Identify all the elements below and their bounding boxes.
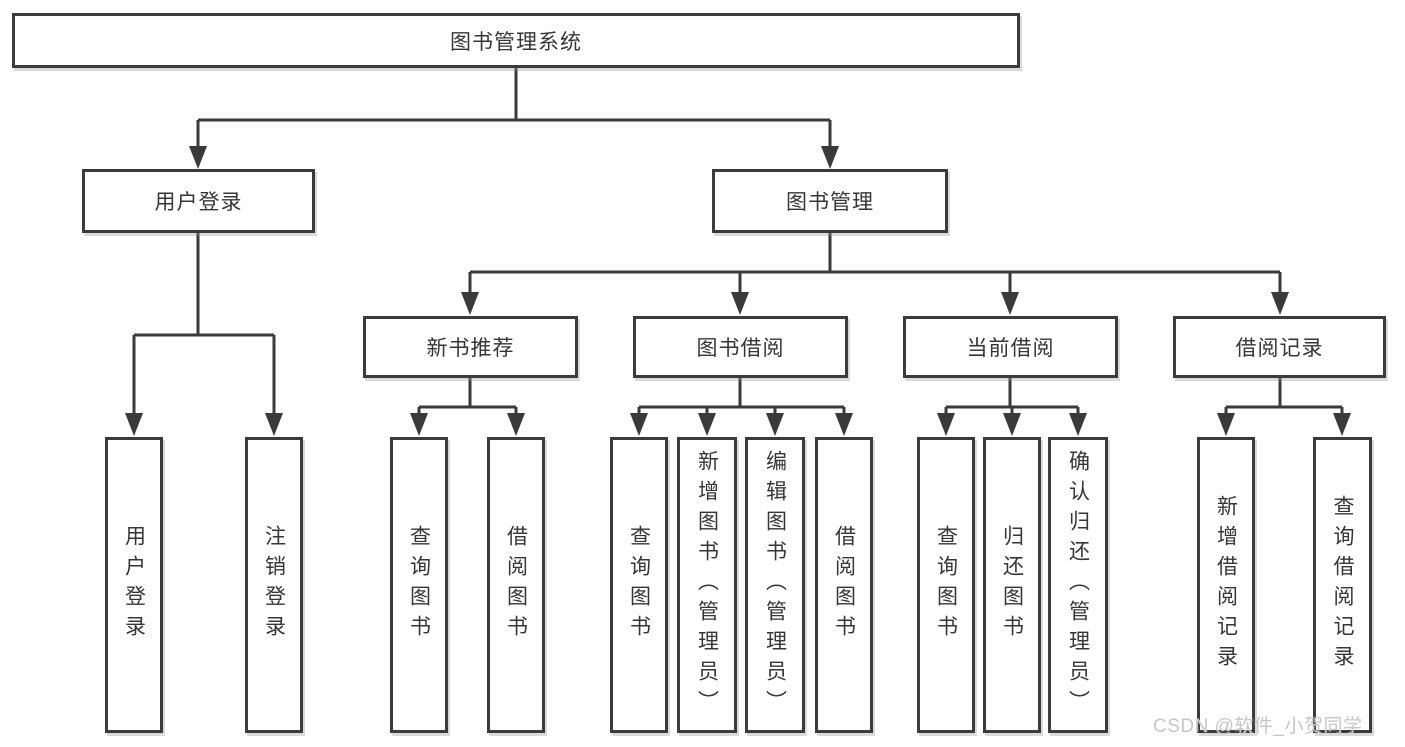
node-book-management: 图书管理 (712, 169, 948, 233)
node-book-borrowing-label: 图书借阅 (696, 337, 785, 360)
node-new-book-recommend: 新书推荐 (363, 316, 578, 378)
node-user-login-label: 用户登录 (154, 191, 243, 214)
node-root-library-management-system: 图书管理系统 (12, 13, 1020, 68)
leaf-user-login: 用户登录 (105, 437, 163, 733)
leaf-borrowing-edit-books-admin: 编辑图书（管理员） (745, 437, 805, 733)
leaf-current-confirm-return-admin: 确认归还（管理员） (1048, 437, 1108, 733)
csdn-watermark: CSDN @软件_小贺同学 (1153, 716, 1363, 737)
node-book-borrowing: 图书借阅 (633, 316, 848, 378)
leaf-current-query-books: 查询图书 (917, 437, 975, 733)
node-current-borrowing: 当前借阅 (903, 316, 1118, 378)
arrowhead-icons (125, 146, 1351, 436)
node-new-book-recommend-label: 新书推荐 (426, 337, 515, 360)
leaf-borrowing-query-books: 查询图书 (610, 437, 668, 733)
leaf-recommend-borrow-books: 借阅图书 (487, 437, 545, 733)
node-user-login: 用户登录 (82, 169, 315, 233)
leaf-current-return-books: 归还图书 (983, 437, 1041, 733)
node-current-borrowing-label: 当前借阅 (966, 337, 1055, 360)
node-root-label: 图书管理系统 (450, 30, 582, 54)
leaf-recommend-query-books: 查询图书 (390, 437, 448, 733)
leaf-records-query-record: 查询借阅记录 (1313, 437, 1372, 733)
node-borrowing-records-label: 借阅记录 (1235, 337, 1324, 360)
leaf-logout: 注销登录 (245, 437, 303, 733)
leaf-borrowing-borrow-books: 借阅图书 (815, 437, 873, 733)
node-borrowing-records: 借阅记录 (1173, 316, 1386, 378)
leaf-borrowing-add-books-admin: 新增图书（管理员） (677, 437, 737, 733)
node-book-management-label: 图书管理 (786, 191, 874, 214)
leaf-records-add-record: 新增借阅记录 (1197, 437, 1255, 733)
